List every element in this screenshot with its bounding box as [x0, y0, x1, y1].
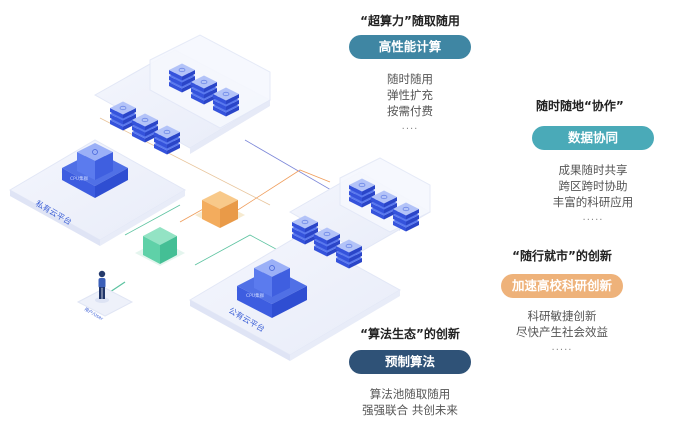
- server-cluster-rear: [93, 34, 272, 154]
- panel-heading: “算法生态”的创新: [360, 327, 460, 341]
- server-stacks-right: [292, 178, 419, 269]
- feature-item: 强强联合 共创未来: [362, 403, 458, 417]
- server-stack: [336, 239, 362, 269]
- orange-data-node: [195, 191, 245, 228]
- server-stack: [110, 101, 136, 131]
- feature-item: 按需付费: [387, 104, 433, 118]
- private-cpu-label: CPU集群: [70, 175, 89, 182]
- feature-item: 弹性扩充: [387, 88, 433, 102]
- pill-accelerate-research[interactable]: 加速高校科研创新: [501, 274, 623, 298]
- ellipsis: .....: [582, 212, 604, 223]
- pill-preset-algorithms[interactable]: 预制算法: [349, 350, 471, 374]
- ellipsis: ....: [401, 121, 419, 132]
- server-stack: [169, 63, 195, 93]
- panel-heading: 随时随地“协作”: [536, 99, 624, 113]
- server-stack: [154, 125, 180, 155]
- server-stacks: [110, 63, 239, 155]
- panel-algorithm: “算法生态”的创新 预制算法 算法池随取随用 强强联合 共创未来: [330, 325, 490, 418]
- server-stack: [371, 190, 397, 220]
- feature-item: 成果随时共享: [558, 163, 628, 177]
- server-stack: [393, 202, 419, 232]
- feature-item: 跨区跨时协助: [558, 179, 628, 193]
- feature-item: 丰富的科研应用: [552, 195, 634, 209]
- panel-collaboration: 随时随地“协作” 数据协同 成果随时共享 跨区跨时协助 丰富的科研应用 ....…: [518, 97, 668, 226]
- panel-computing: “超算力”随取随用 高性能计算 随时随用 弹性扩充 按需付费 ....: [330, 12, 490, 135]
- panel-innovation: “随行就市”的创新 加速高校科研创新 科研敏捷创新 尽快产生社会效益 .....: [487, 247, 637, 356]
- ellipsis: .....: [551, 342, 573, 353]
- green-data-node: [135, 227, 185, 266]
- feature-item: 随时随用: [387, 72, 433, 86]
- feature-list: 科研敏捷创新 尽快产生社会效益 .....: [487, 308, 637, 356]
- panel-heading: “随行就市”的创新: [512, 249, 612, 263]
- feature-item: 科研敏捷创新: [527, 309, 597, 323]
- public-cpu-label: CPU集群: [246, 292, 265, 299]
- feature-list: 算法池随取随用 强强联合 共创未来: [330, 386, 490, 418]
- server-stack: [213, 87, 239, 117]
- feature-item: 算法池随取随用: [369, 387, 451, 401]
- server-stack: [132, 113, 158, 143]
- pill-high-performance-computing[interactable]: 高性能计算: [349, 35, 471, 59]
- server-stack: [292, 215, 318, 245]
- pill-data-collaboration[interactable]: 数据协同: [532, 126, 654, 150]
- user-figure: 用户/User: [76, 270, 134, 322]
- panel-heading: “超算力”随取随用: [360, 14, 460, 28]
- server-stack: [314, 227, 340, 257]
- feature-item: 尽快产生社会效益: [516, 325, 608, 339]
- private-cloud-platform: CPU集群 私有云平台: [8, 139, 187, 246]
- feature-list: 成果随时共享 跨区跨时协助 丰富的科研应用 .....: [518, 162, 668, 226]
- feature-list: 随时随用 弹性扩充 按需付费 ....: [330, 71, 490, 135]
